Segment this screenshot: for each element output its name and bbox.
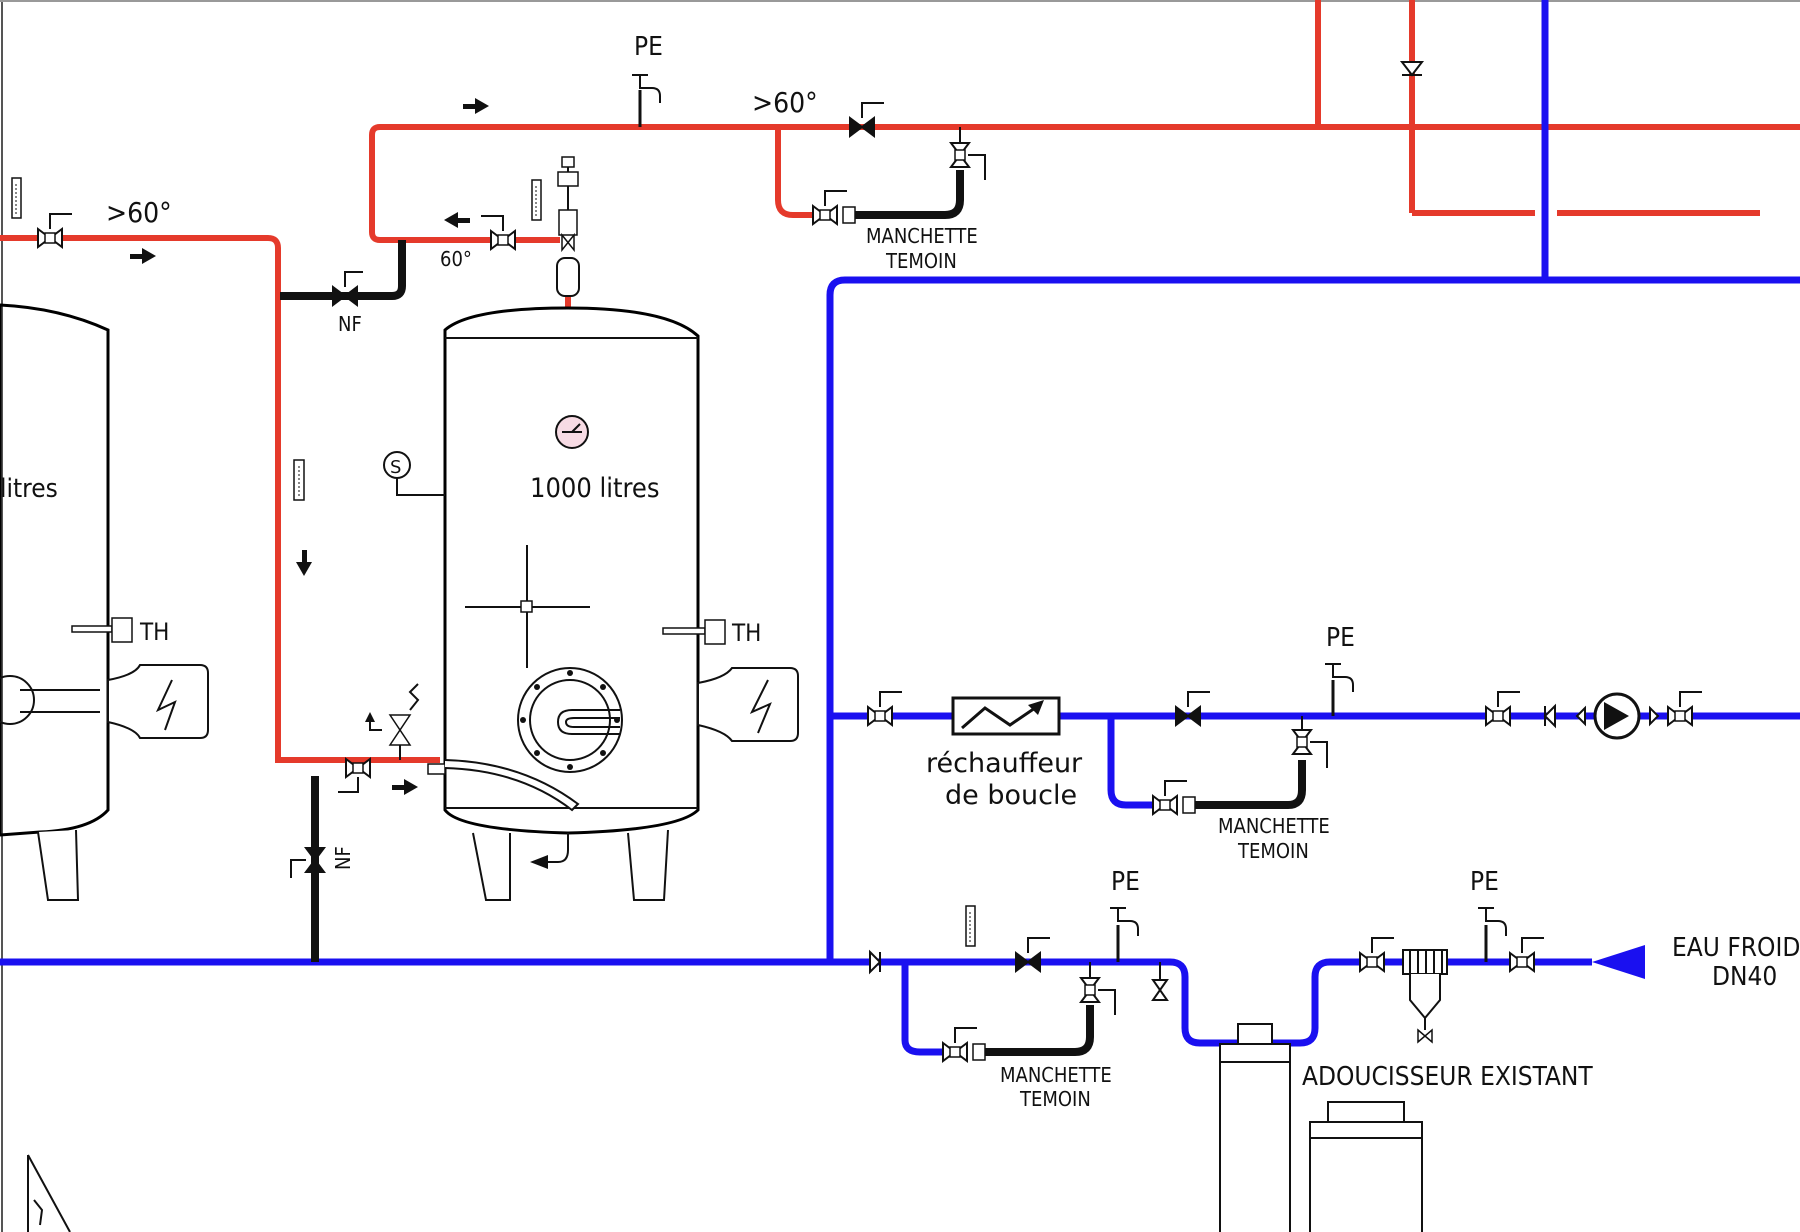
flow-arrow-icon bbox=[130, 248, 156, 264]
sampling-tap-icon bbox=[1110, 907, 1139, 962]
flow-arrow-icon bbox=[463, 98, 489, 114]
tank-1000-litres: 1000 litres S TH bbox=[383, 156, 799, 901]
nf-label-vertical: NF bbox=[331, 846, 355, 870]
valve-icon bbox=[1151, 979, 1169, 1001]
temoin-label: TEMOIN bbox=[885, 249, 957, 273]
sampling-points: PE PE PE PE bbox=[632, 32, 1507, 962]
air-vent-icon bbox=[556, 156, 580, 297]
flow-arrow-icon bbox=[296, 550, 312, 576]
thermometer-icon bbox=[293, 459, 305, 501]
valve-icon bbox=[1152, 780, 1187, 815]
check-valve-icon bbox=[1543, 703, 1556, 729]
pump-icon bbox=[1575, 692, 1660, 740]
temp-label-left: >60° bbox=[106, 196, 172, 229]
valve-icon bbox=[1485, 691, 1520, 726]
nf-label-top: NF bbox=[338, 312, 362, 336]
adoucisseur-label: ADOUCISSEUR EXISTANT bbox=[1302, 1062, 1593, 1092]
tank-th-label: TH bbox=[731, 619, 761, 647]
manchette-label: MANCHETTE bbox=[1218, 814, 1330, 838]
thermometer-icon bbox=[531, 179, 542, 221]
hot-water-pipes bbox=[0, 0, 1800, 763]
flow-arrows bbox=[130, 98, 489, 795]
valve-icon bbox=[37, 213, 72, 248]
thermometer-icon bbox=[11, 177, 22, 219]
valve-icon bbox=[942, 1027, 977, 1062]
filter-icon bbox=[1402, 949, 1448, 1044]
valve-icon bbox=[1080, 977, 1100, 1003]
heat-exchanger-icon bbox=[951, 696, 1061, 736]
rechauffeur-label: réchauffeur bbox=[926, 748, 1083, 779]
eau-froide-label: EAU FROIDE bbox=[1672, 933, 1800, 963]
rechauffeur-label-2: de boucle bbox=[945, 780, 1077, 811]
valve-icon bbox=[867, 691, 902, 726]
sensor-s-icon: S bbox=[383, 451, 445, 496]
svg-text:S: S bbox=[390, 457, 401, 478]
pressure-gauge-icon bbox=[555, 415, 589, 449]
manchette-label: MANCHETTE bbox=[1000, 1063, 1112, 1087]
link-pipes bbox=[280, 170, 1306, 1056]
thermometers bbox=[11, 177, 976, 947]
inlet-arrow-icon bbox=[1592, 945, 1645, 979]
cold-water-pipes bbox=[0, 0, 1800, 1056]
pe-label: PE bbox=[634, 32, 663, 62]
left-tank-volume: litres bbox=[0, 474, 58, 504]
temp-label-top: >60° bbox=[752, 86, 818, 119]
pe-label: PE bbox=[1470, 867, 1499, 897]
eau-froide-dn-label: DN40 bbox=[1712, 962, 1777, 992]
flow-arrow-icon bbox=[392, 779, 418, 795]
valve-icon bbox=[338, 758, 371, 793]
temoin-label: TEMOIN bbox=[1237, 839, 1309, 863]
flow-arrow-icon bbox=[444, 212, 470, 228]
tank-volume-label: 1000 litres bbox=[530, 473, 660, 504]
temoin-label: TEMOIN bbox=[1019, 1087, 1091, 1111]
valve-icon bbox=[1359, 937, 1394, 972]
manchette-label: MANCHETTE bbox=[866, 224, 978, 248]
heating-element-icon bbox=[107, 664, 209, 739]
sampling-tap-icon bbox=[1325, 663, 1354, 716]
valve-icon bbox=[481, 215, 516, 250]
temp-label-return: 60° bbox=[440, 247, 472, 271]
valve-icon bbox=[1175, 691, 1210, 726]
valve-icon bbox=[1015, 937, 1050, 972]
corner-marker bbox=[27, 1154, 71, 1232]
valve-icon bbox=[1667, 691, 1702, 726]
valve-icon bbox=[332, 271, 363, 306]
valve-icon bbox=[1509, 937, 1544, 972]
pe-label: PE bbox=[1111, 867, 1140, 897]
valve-icon bbox=[290, 847, 325, 878]
safety-valve-icon bbox=[365, 683, 420, 760]
valve-icon bbox=[950, 142, 970, 168]
manhole-flange bbox=[517, 667, 623, 773]
water-softener bbox=[1219, 1023, 1423, 1232]
thermometer-icon bbox=[965, 905, 976, 947]
check-valve-icon bbox=[869, 949, 882, 975]
valve-icon bbox=[1292, 729, 1312, 755]
pe-label: PE bbox=[1326, 623, 1355, 653]
heating-element-icon bbox=[697, 667, 799, 742]
left-tank: litres TH bbox=[0, 303, 209, 901]
valve-icon bbox=[849, 102, 884, 137]
valves: NF NF bbox=[37, 61, 1702, 1062]
left-tank-th-label: TH bbox=[139, 618, 169, 646]
sampling-tap-icon bbox=[1478, 907, 1507, 962]
sampling-tap-icon bbox=[632, 74, 661, 127]
valve-icon bbox=[812, 190, 847, 225]
check-valve-icon bbox=[1399, 61, 1425, 77]
